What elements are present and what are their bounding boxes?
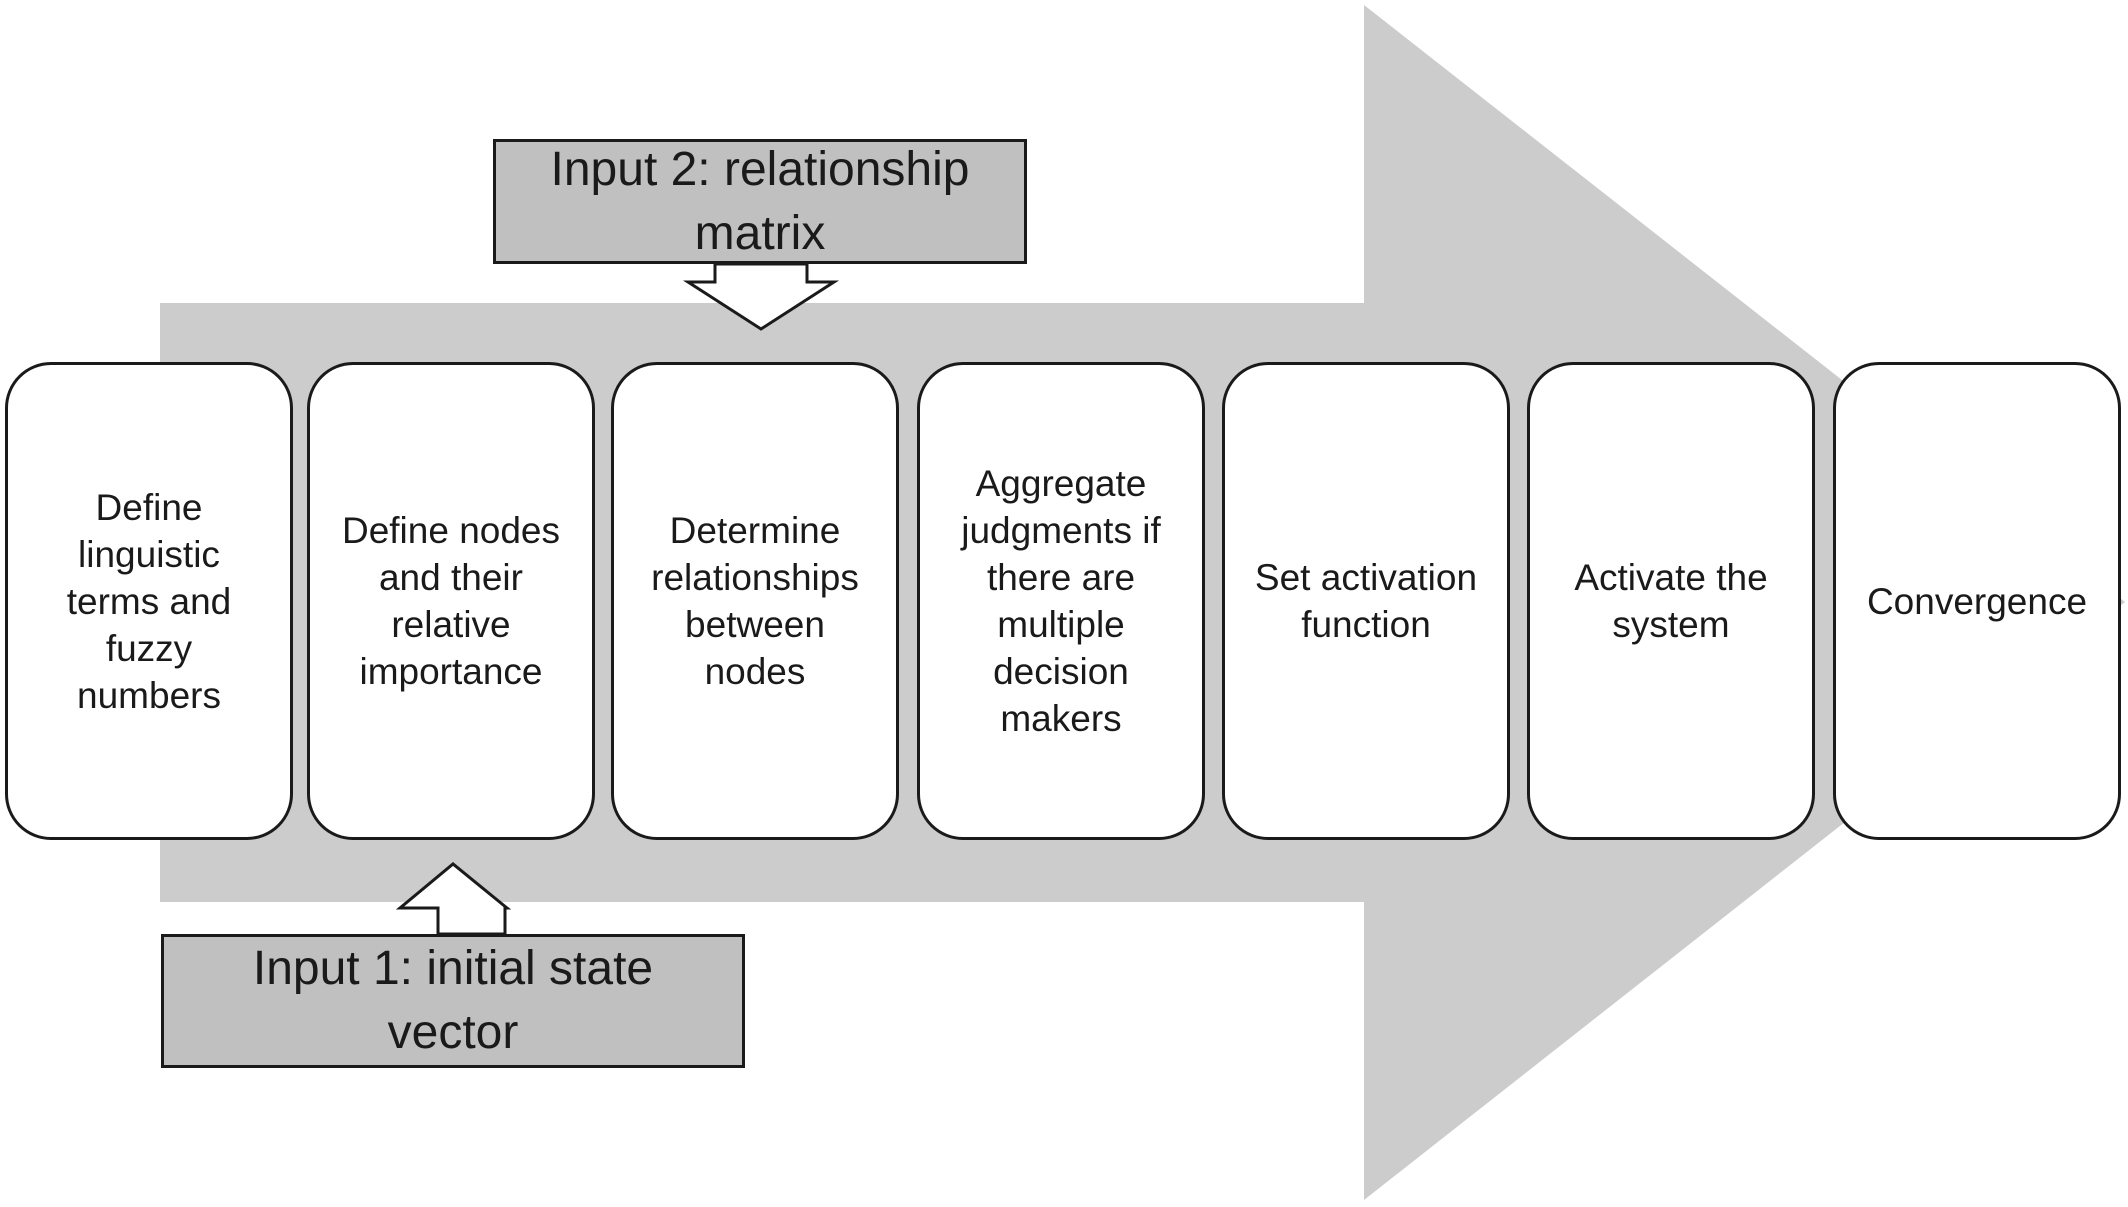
input-1-up-arrow <box>395 862 512 936</box>
step-1-label: Define linguistic terms and fuzzy number… <box>66 486 232 716</box>
input-2-label: Input 2: relationship matrix <box>550 142 970 260</box>
step-2-label: Define nodes and their relative importan… <box>341 510 561 692</box>
step-3-box: Determine relationships between nodes <box>611 362 899 840</box>
input-1-label: Input 1: initial state vector <box>252 942 654 1059</box>
step-5-box: Set activation function <box>1222 362 1510 840</box>
step-1-box: Define linguistic terms and fuzzy number… <box>5 362 293 840</box>
step-6-label: Activate the system <box>1574 557 1768 645</box>
input-2-down-arrow <box>682 262 840 331</box>
step-2-box: Define nodes and their relative importan… <box>307 362 595 840</box>
step-3-label: Determine relationships between nodes <box>651 510 859 692</box>
input-2-box: Input 2: relationship matrix <box>493 139 1027 264</box>
step-7-box: Convergence <box>1833 362 2121 840</box>
step-6-box: Activate the system <box>1527 362 1815 840</box>
step-5-label: Set activation function <box>1254 557 1478 645</box>
step-4-label: Aggregate judgments if there are multipl… <box>961 463 1161 739</box>
step-7-label: Convergence <box>1866 580 2088 622</box>
input-1-box: Input 1: initial state vector <box>161 934 745 1068</box>
step-4-box: Aggregate judgments if there are multipl… <box>917 362 1205 840</box>
